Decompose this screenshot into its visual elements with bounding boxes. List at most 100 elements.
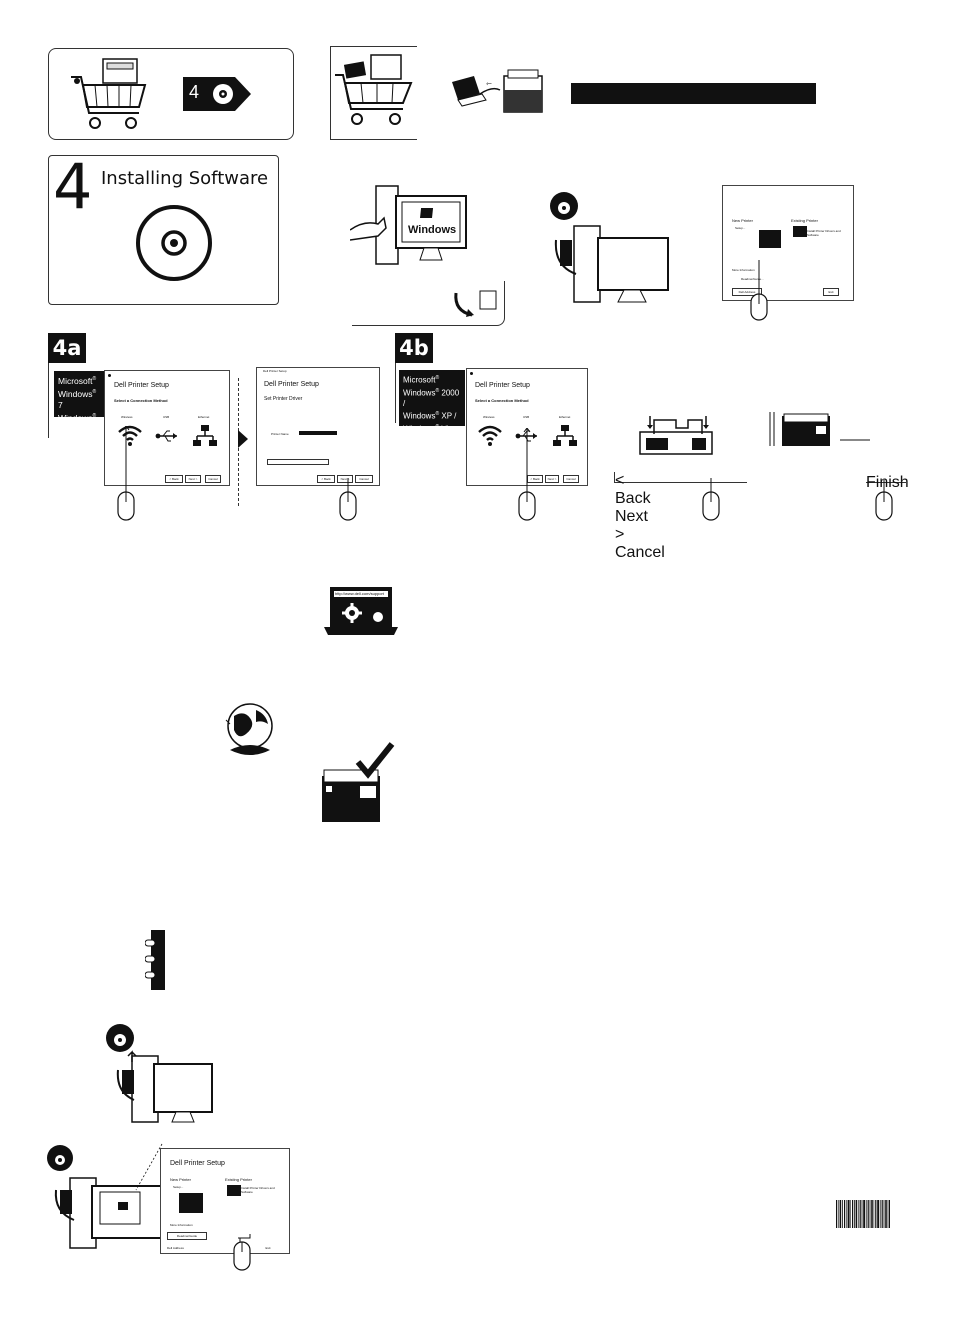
dialog-subtitle: Select a Connection Method xyxy=(114,398,168,403)
autorun-menu-window: New Printer Setup... Existing Printer In… xyxy=(722,185,854,301)
svg-text:⇽: ⇽ xyxy=(486,80,492,88)
back-button[interactable]: < Back xyxy=(165,475,183,483)
monitor-icon[interactable] xyxy=(227,1185,241,1196)
section-4a-rule xyxy=(48,363,49,438)
set-printer-driver-dialog: Dell Printer Setup Dell Printer Setup Se… xyxy=(256,367,380,486)
computer-with-dialog xyxy=(46,1140,166,1250)
big-step-number: 4 xyxy=(53,150,93,223)
next-button[interactable]: Next > xyxy=(185,475,201,483)
next-button[interactable]: Next > xyxy=(545,475,559,483)
exit-button[interactable]: Exit xyxy=(261,1245,275,1251)
window-dot-icon xyxy=(470,372,473,375)
install-drivers-label: Install Printer Drivers and Software xyxy=(807,229,841,237)
cancel-button[interactable]: Cancel xyxy=(355,475,373,483)
printer-setup-icon[interactable] xyxy=(759,230,781,248)
dialog-subtitle: Select a Connection Method xyxy=(475,398,529,403)
os-4b-line2b: 2000 / xyxy=(403,388,460,409)
new-printer-label: New Printer xyxy=(732,218,753,223)
exit-button[interactable]: Exit xyxy=(823,288,839,296)
printer-name-label: Printer Name xyxy=(271,432,289,436)
step-4-cd-tag: 4 xyxy=(183,77,251,111)
mouse-icon xyxy=(206,1232,254,1272)
mouse-icon xyxy=(518,428,536,522)
back-button[interactable]: < Back xyxy=(615,472,651,507)
install-drivers-label: Install Printer Drivers and Software xyxy=(241,1186,275,1194)
section-4a-label: 4a xyxy=(52,336,82,360)
next-button[interactable]: Next > xyxy=(337,475,353,483)
driver-option[interactable] xyxy=(267,459,329,465)
section-4b-label: 4b xyxy=(399,336,429,360)
readme-label[interactable]: Readme/Guide... xyxy=(741,277,764,281)
setup-label: Setup... xyxy=(173,1185,184,1189)
computer-insert-disc: Windows xyxy=(350,180,470,270)
ethernet-label: Ethernet xyxy=(198,415,210,419)
ethernet-icon[interactable] xyxy=(553,425,577,447)
dialog-title: Dell Printer Setup xyxy=(264,381,319,388)
wireless-icon[interactable] xyxy=(477,423,503,447)
printer-setup-icon[interactable] xyxy=(179,1193,203,1213)
os-4a-line2b: 7 xyxy=(58,399,63,410)
usb-label: USB xyxy=(523,415,530,419)
existing-printer-label: Existing Printer xyxy=(791,218,818,223)
mouse-icon xyxy=(339,478,357,522)
computer-eject-disc xyxy=(104,1022,216,1128)
dialog-subtitle: Set Printer Driver xyxy=(264,396,303,402)
windows-label: Windows xyxy=(408,224,457,236)
os-4a-line1: Microsoft xyxy=(58,375,93,386)
globe-icon xyxy=(220,700,278,760)
os-4b-line3b: XP / xyxy=(439,411,457,421)
back-button[interactable]: < Back xyxy=(317,475,335,483)
cancel-button[interactable]: Cancel xyxy=(205,475,221,483)
button-bar-strip: < Back Next > Cancel xyxy=(614,472,747,561)
mouse-icon xyxy=(702,478,720,522)
dell-address-button[interactable]: Dell Address xyxy=(167,1245,189,1251)
new-printer-label: New Printer xyxy=(170,1177,191,1182)
wireless-label: Wireless xyxy=(483,415,495,419)
dialog-title: Dell Printer Setup xyxy=(114,382,169,389)
dell-address-button[interactable]: Dell Address xyxy=(732,288,762,296)
os-4b-line1: Microsoft xyxy=(403,375,436,385)
printer-name-field[interactable] xyxy=(299,431,337,435)
black-banner-bar xyxy=(571,83,816,104)
os-4a-line3: Windows xyxy=(58,412,93,423)
bottom-setup-dialog: Dell Printer Setup New Printer Setup... … xyxy=(160,1148,290,1254)
autoplay-tab xyxy=(352,281,505,326)
dialog-title: Dell Printer Setup xyxy=(475,382,530,389)
readme-button[interactable]: Readme/Guide xyxy=(167,1232,207,1240)
barcode xyxy=(836,1200,890,1228)
panel-title: Installing Software xyxy=(101,168,269,189)
cancel-button[interactable]: Cancel xyxy=(563,475,579,483)
mouse-icon xyxy=(875,480,893,522)
usb-cable-connection-diagram xyxy=(636,414,716,456)
wireless-label: Wireless xyxy=(121,415,133,419)
tab-marker-icon xyxy=(145,930,167,990)
next-button[interactable]: Next > xyxy=(615,508,648,543)
setup-label: Setup... xyxy=(735,226,746,230)
mouse-icon xyxy=(750,260,768,322)
top-left-panel: 4 xyxy=(48,48,294,140)
dialog-title: Dell Printer Setup xyxy=(170,1160,225,1167)
os-box-4b: Microsoft® Windows® 2000 / Windows® XP /… xyxy=(399,370,465,434)
printer-checkmark xyxy=(318,740,396,826)
section-4a-badge: 4a xyxy=(48,333,86,363)
usb-icon[interactable] xyxy=(155,429,179,443)
wireless-icon[interactable] xyxy=(117,423,143,447)
usb-label: USB xyxy=(163,415,170,419)
existing-printer-label: Existing Printer xyxy=(225,1177,252,1182)
cart-with-laptop xyxy=(330,46,417,140)
printer-small-image xyxy=(768,412,872,452)
connection-method-dialog-4b: Dell Printer Setup Select a Connection M… xyxy=(466,368,588,486)
step-number: 4 xyxy=(189,82,200,102)
mouse-icon xyxy=(117,426,135,522)
computer-with-cd-badge xyxy=(548,190,670,310)
os-4a-line3b: 8 xyxy=(58,423,63,434)
window-dot-icon xyxy=(108,374,111,377)
more-info-label: More Information xyxy=(170,1223,193,1227)
website-url[interactable]: http://www.dell.com/support xyxy=(335,591,384,596)
section-4b-rule xyxy=(395,363,396,423)
cd-disc-icon xyxy=(135,204,213,282)
ethernet-icon[interactable] xyxy=(193,425,217,447)
installing-software-panel: 4 Installing Software xyxy=(48,150,279,305)
monitor-icon[interactable] xyxy=(793,226,807,237)
cancel-button[interactable]: Cancel xyxy=(615,544,665,561)
